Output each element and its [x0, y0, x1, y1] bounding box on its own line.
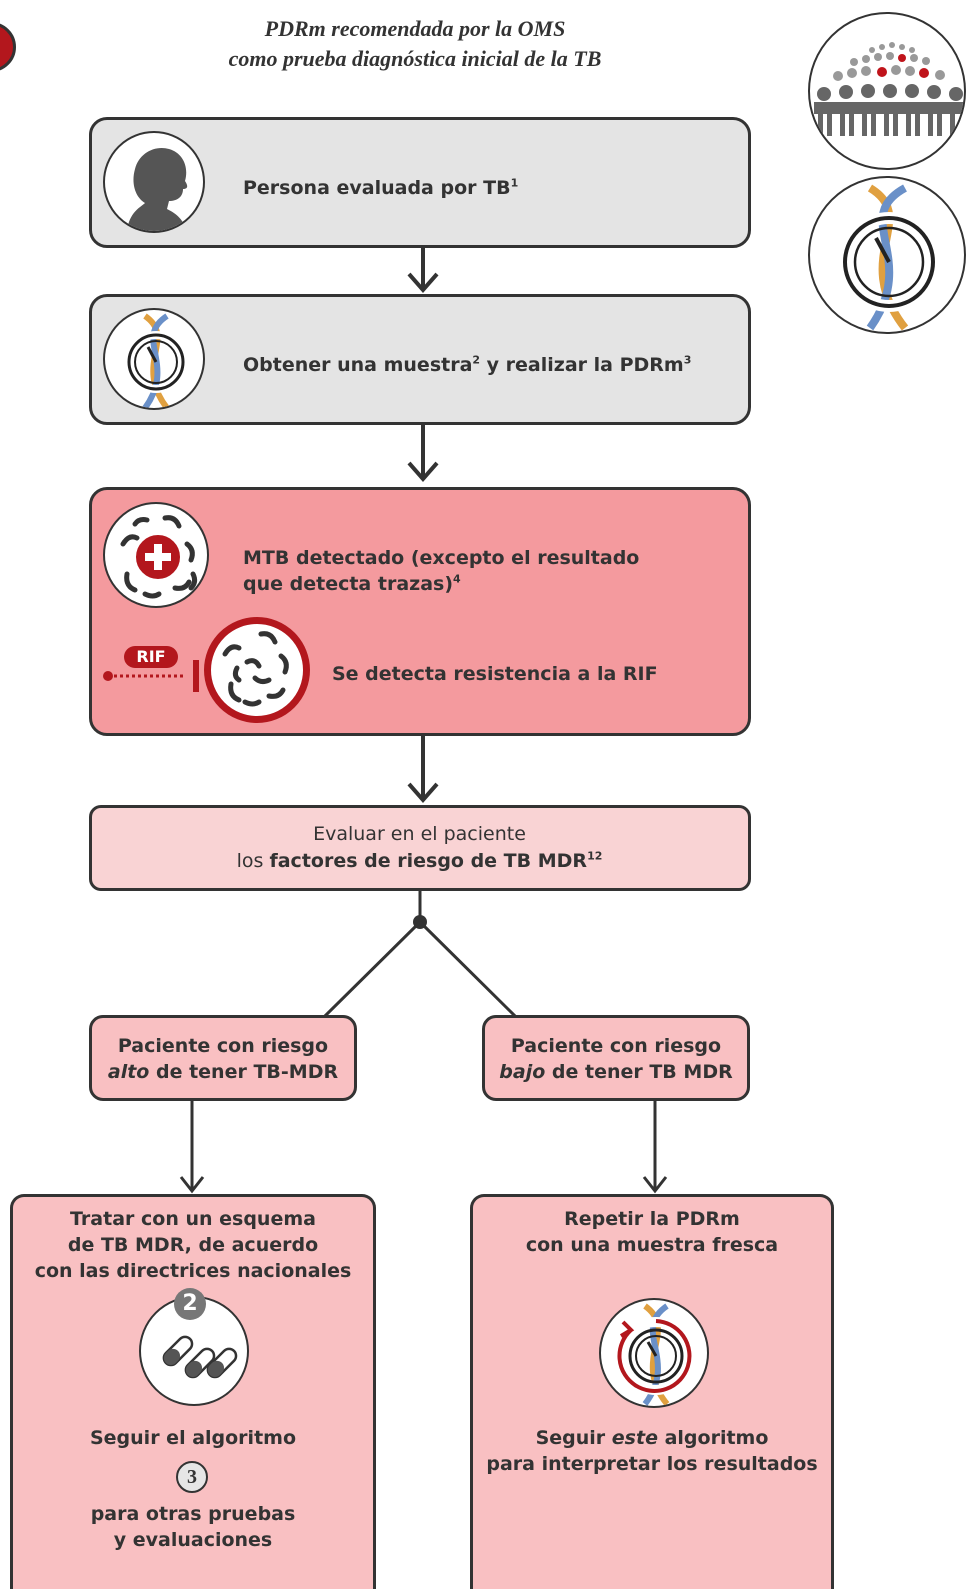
treat-mdr-box: Tratar con un esquema de TB MDR, de acue…: [10, 1194, 376, 1589]
low-risk-line-1: Paciente con riesgo: [510, 1035, 722, 1057]
arrow-down-1: [407, 248, 439, 294]
low-risk-box: Paciente con riesgo bajo de tener TB MDR: [482, 1015, 750, 1101]
treat-mdr-text: Tratar con un esquema de TB MDR, de acue…: [13, 1206, 373, 1284]
repeat-test-icon: [599, 1298, 709, 1408]
low-risk-italic: bajo: [499, 1061, 546, 1083]
algorithm-3-badge[interactable]: 3: [176, 1461, 208, 1493]
high-risk-text: Paciente con riesgo alto de tener TB-MDR: [92, 1033, 354, 1085]
obtain-sample-box: Obtener una muestra2 y realizar la PDRm3: [89, 294, 751, 425]
person-evaluated-text: Persona evaluada por TB1: [243, 175, 723, 201]
risk-factors-text: Evaluar en el paciente los factores de r…: [92, 821, 747, 875]
mtb-detected-text: MTB detectado (excepto el resultado que …: [243, 545, 713, 597]
mtb-detected-line-2: que detecta trazas): [243, 573, 454, 595]
repeat-pdrm-box: Repetir la PDRm con una muestra fresca S…: [470, 1194, 834, 1589]
algorithm-2-label: 2: [182, 1291, 198, 1316]
algorithm-2-badge: 2: [174, 1288, 206, 1320]
treat-line-2: de TB MDR, de acuerdo: [67, 1234, 319, 1256]
corner-badge-icon: [0, 22, 16, 72]
dna-timer-small-icon: [103, 308, 205, 410]
rif-resistance-text: Se detecta resistencia a la RIF: [332, 661, 732, 687]
rif-inhibitor-line: [103, 660, 199, 692]
diagram-title: PDRm recomendada por la OMS como prueba …: [150, 14, 680, 74]
treat-line-3: con las directrices nacionales: [34, 1260, 352, 1282]
arrow-down-left: [179, 1101, 205, 1194]
follow-algorithm-text: Seguir el algoritmo: [13, 1425, 373, 1451]
follow-this-algorithm-text: Seguir este algoritmo para interpretar l…: [473, 1425, 831, 1477]
obtain-sample-label: Obtener una muestra: [243, 354, 473, 376]
bacteria-positive-icon: [103, 502, 209, 608]
treat-line-1: Tratar con un esquema: [70, 1208, 316, 1230]
arrow-down-right: [642, 1101, 668, 1194]
rif-badge: RIF: [124, 646, 178, 668]
risk-factors-bold: factores de riesgo de TB MDR: [269, 850, 588, 872]
repeat-line-2: con una muestra fresca: [525, 1234, 779, 1256]
interpret-results-line: para interpretar los resultados: [486, 1453, 818, 1475]
footnote-3: 3: [683, 353, 692, 367]
algorithm-3-label: 3: [187, 1466, 197, 1488]
follow-this-suffix: algoritmo: [657, 1427, 769, 1449]
rif-badge-label: RIF: [136, 647, 166, 666]
perform-pdrm-label: y realizar la PDRm: [480, 354, 684, 376]
high-risk-rest: de tener TB-MDR: [149, 1061, 339, 1083]
repeat-line-1: Repetir la PDRm: [564, 1208, 740, 1230]
arrow-down-3: [407, 736, 439, 804]
other-tests-text: para otras pruebas y evaluaciones: [13, 1501, 373, 1553]
rif-resistance-label: Se detecta resistencia a la RIF: [332, 663, 658, 685]
person-evaluated-box: Persona evaluada por TB1: [89, 117, 751, 248]
follow-algorithm-label: Seguir el algoritmo: [89, 1427, 296, 1449]
arrow-down-2: [407, 425, 439, 483]
title-line-1: PDRm recomendada por la OMS: [264, 16, 566, 41]
obtain-sample-text: Obtener una muestra2 y realizar la PDRm3: [243, 352, 743, 378]
mtb-detected-box: MTB detectado (excepto el resultado que …: [89, 487, 751, 736]
follow-this-italic: este: [611, 1427, 658, 1449]
high-risk-line-1: Paciente con riesgo: [117, 1035, 329, 1057]
high-risk-italic: alto: [107, 1061, 150, 1083]
footnote-2: 2: [472, 353, 481, 367]
risk-factors-prefix: los: [236, 850, 270, 872]
risk-factors-box: Evaluar en el paciente los factores de r…: [89, 805, 751, 891]
other-tests-line-1: para otras pruebas: [90, 1503, 296, 1525]
population-icon: [808, 12, 966, 170]
follow-this-prefix: Seguir: [535, 1427, 612, 1449]
risk-factors-line-1: Evaluar en el paciente: [313, 823, 526, 845]
other-tests-line-2: y evaluaciones: [113, 1529, 273, 1551]
footnote-4: 4: [453, 572, 461, 586]
dna-timer-icon: [808, 176, 966, 334]
branch-connector: [323, 891, 517, 1018]
low-risk-rest: de tener TB MDR: [545, 1061, 733, 1083]
repeat-pdrm-text: Repetir la PDRm con una muestra fresca: [473, 1206, 831, 1258]
bacteria-resistant-icon: [204, 617, 310, 723]
title-line-2: como prueba diagnóstica inicial de la TB: [228, 46, 602, 71]
person-evaluated-label: Persona evaluada por TB: [243, 177, 511, 199]
mtb-detected-line-1: MTB detectado (excepto el resultado: [243, 547, 640, 569]
low-risk-text: Paciente con riesgo bajo de tener TB MDR: [485, 1033, 747, 1085]
person-silhouette-icon: [103, 131, 205, 233]
footnote-1: 1: [510, 176, 519, 190]
high-risk-box: Paciente con riesgo alto de tener TB-MDR: [89, 1015, 357, 1101]
footnote-12: 12: [587, 849, 603, 863]
